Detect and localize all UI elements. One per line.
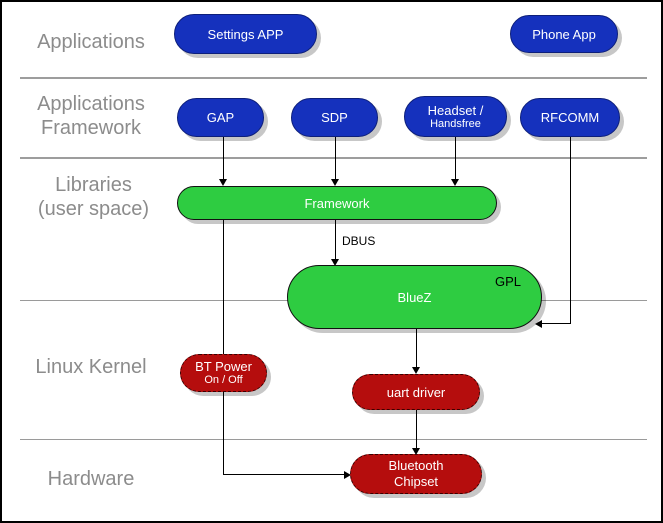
node-phone-app[interactable]: Phone App — [510, 15, 618, 53]
node-bluez-license-tag: GPL — [494, 274, 521, 289]
node-phone-app-label: Phone App — [532, 26, 596, 42]
layer-label-hardware: Hardware — [47, 468, 135, 490]
edge-uart-to-chipset-line — [416, 410, 417, 450]
divider-applications-framework — [20, 157, 647, 159]
node-gap[interactable]: GAP — [177, 98, 264, 137]
node-headset-handsfree-label-line1: Headset / — [427, 102, 484, 118]
node-sdp-label: SDP — [321, 110, 348, 125]
divider-applications — [20, 77, 647, 79]
edge-framework-to-bluez-line — [335, 220, 336, 262]
layer-label-linux-kernel: Linux Kernel — [35, 356, 147, 378]
node-framework-label: Framework — [304, 195, 370, 211]
node-rfcomm-label: RFCOMM — [540, 110, 600, 125]
edge-uart-to-chipset-arrow — [412, 448, 420, 455]
node-bt-power-label-line2: On / Off — [204, 374, 243, 386]
edge-sdp-to-framework-line — [335, 137, 336, 181]
edge-sdp-to-framework-arrow — [331, 179, 339, 186]
edge-framework-to-chipset-vertical-line — [223, 220, 224, 474]
edge-gap-to-framework-arrow — [219, 179, 227, 186]
node-bluez-label: BlueZ — [397, 289, 432, 305]
edge-framework-to-chipset-horizontal-line — [223, 474, 345, 475]
node-headset-handsfree[interactable]: Headset / Handsfree — [404, 96, 507, 137]
edge-rfcomm-to-bluez-arrow — [535, 320, 542, 328]
edge-rfcomm-vertical-line — [570, 137, 571, 324]
node-bluez[interactable]: BlueZ GPL — [287, 265, 542, 329]
node-bluetooth-chipset-label-line2: Chipset — [393, 474, 439, 489]
edge-bluez-to-uart-line — [416, 329, 417, 369]
edge-framework-to-chipset-arrow — [344, 471, 351, 479]
layer-label-libraries: Libraries (user space) — [37, 174, 150, 220]
node-framework[interactable]: Framework — [177, 186, 497, 220]
node-bluetooth-chipset-label-line1: Bluetooth — [388, 458, 444, 473]
edge-headset-to-framework-line — [455, 137, 456, 181]
divider-linux-kernel — [20, 439, 647, 440]
layer-label-applications: Applications — [37, 31, 145, 53]
node-sdp[interactable]: SDP — [291, 98, 378, 137]
edge-label-dbus: DBUS — [342, 234, 376, 248]
node-settings-app[interactable]: Settings APP — [174, 14, 317, 54]
node-gap-label: GAP — [206, 110, 235, 125]
layer-label-applications-framework: Applications Framework — [37, 93, 145, 139]
edge-bluez-to-uart-arrow — [412, 367, 420, 374]
node-bt-power-label-line1: BT Power — [195, 359, 252, 374]
node-uart-driver-label: uart driver — [386, 384, 446, 400]
node-rfcomm[interactable]: RFCOMM — [520, 98, 620, 137]
node-settings-app-label: Settings APP — [207, 26, 284, 42]
node-uart-driver[interactable]: uart driver — [352, 374, 480, 410]
node-bt-power[interactable]: BT Power On / Off — [180, 354, 267, 392]
edge-gap-to-framework-line — [223, 137, 224, 181]
edge-framework-to-bluez-arrow — [331, 259, 339, 266]
node-bluetooth-chipset[interactable]: Bluetooth Chipset — [350, 454, 482, 494]
node-headset-handsfree-label-line2: Handsfree — [430, 117, 481, 130]
edge-rfcomm-horizontal-line — [540, 323, 571, 324]
edge-headset-to-framework-arrow — [451, 179, 459, 186]
